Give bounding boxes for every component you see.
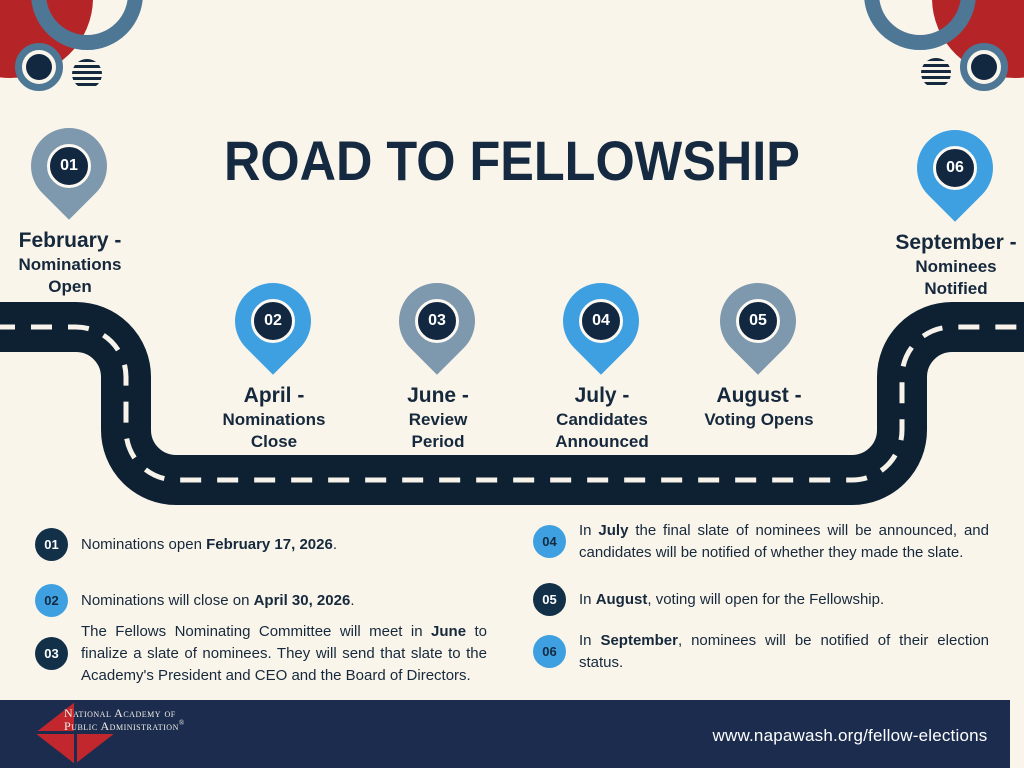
- detail-badge: 03: [35, 637, 68, 671]
- pin-number: 06: [946, 159, 964, 176]
- timeline-pin-06: 06: [901, 114, 1009, 222]
- detail-row-06: 06 In September, nominees will be notifi…: [533, 630, 989, 674]
- pin-number-circle: 04: [579, 299, 623, 343]
- org-name-line2: Public Administration: [64, 719, 179, 734]
- target-icon: [960, 43, 1008, 91]
- pin-number-circle: 02: [251, 299, 295, 343]
- badge-number: 03: [44, 646, 59, 662]
- detail-text: Nominations will close on April 30, 2026…: [81, 591, 355, 609]
- timeline-sublabel: Candidates Announced: [555, 410, 649, 451]
- detail-row-01: 01 Nominations open February 17, 2026.: [35, 528, 487, 561]
- detail-badge: 01: [35, 528, 68, 561]
- target-dot: [26, 54, 52, 80]
- timeline-sublabel: Review Period: [408, 410, 468, 451]
- timeline-sublabel: Nominations Close: [222, 410, 326, 451]
- target-dot: [971, 54, 997, 80]
- pin-number: 05: [749, 312, 767, 329]
- logo-line: [74, 702, 77, 764]
- timeline-sublabel: Voting Opens: [704, 410, 814, 430]
- detail-row-04: 04 In July the final slate of nominees w…: [533, 520, 989, 564]
- footer-bar: National Academy of Public Administratio…: [0, 700, 1010, 768]
- pin-number: 02: [264, 312, 282, 329]
- badge-number: 06: [542, 644, 557, 660]
- timeline-pin-04: 04: [547, 267, 655, 375]
- badge-number: 05: [542, 592, 557, 607]
- badge-number: 04: [542, 534, 557, 550]
- detail-text: In July the final slate of nominees will…: [579, 522, 989, 561]
- detail-badge: 04: [533, 525, 566, 559]
- timeline-label-august: August - Voting Opens: [679, 383, 839, 431]
- target-icon: [15, 43, 63, 91]
- timeline-label-february: February - Nominations Open: [0, 228, 150, 298]
- pin-number-circle: 03: [415, 299, 459, 343]
- footer-url[interactable]: www.napawash.org/fellow-elections: [712, 726, 988, 745]
- timeline-pin-05: 05: [704, 267, 812, 375]
- detail-badge: 02: [35, 584, 68, 617]
- timeline-month: February -: [18, 229, 122, 252]
- pin-number-circle: 01: [47, 144, 91, 188]
- detail-text: The Fellows Nominating Committee will me…: [81, 623, 487, 684]
- badge-number: 01: [44, 537, 59, 552]
- org-name: National Academy of Public Administratio…: [64, 706, 185, 734]
- timeline-month: June -: [407, 384, 469, 407]
- timeline-sublabel: Nominees Notified: [915, 257, 997, 298]
- timeline-label-june: June - Review Period: [358, 383, 518, 453]
- pin-number: 04: [592, 312, 610, 329]
- detail-row-02: 02 Nominations will close on April 30, 2…: [35, 584, 487, 617]
- detail-text: In September, nominees will be notified …: [579, 632, 989, 671]
- page-title: ROAD TO FELLOWSHIP: [224, 128, 800, 192]
- detail-row-03: 03 The Fellows Nominating Committee will…: [35, 621, 487, 686]
- detail-badge: 05: [533, 583, 566, 616]
- timeline-pin-01: 01: [15, 112, 123, 220]
- pin-number-circle: 06: [933, 146, 977, 190]
- timeline-label-july: July - Candidates Announced: [522, 383, 682, 453]
- pin-number: 03: [428, 312, 446, 329]
- stripes-icon: [921, 58, 951, 88]
- timeline-label-september: September - Nominees Notified: [876, 230, 1024, 300]
- badge-number: 02: [44, 593, 59, 608]
- pin-number: 01: [60, 157, 78, 174]
- timeline-sublabel: Nominations Open: [18, 255, 122, 296]
- detail-text: In August, voting will open for the Fell…: [579, 590, 885, 608]
- timeline-pin-03: 03: [383, 267, 491, 375]
- timeline-label-april: April - Nominations Close: [194, 383, 354, 453]
- detail-text: Nominations open February 17, 2026.: [81, 535, 337, 553]
- stripes-icon: [72, 59, 102, 89]
- timeline-month: July -: [574, 384, 630, 407]
- detail-row-05: 05 In August, voting will open for the F…: [533, 583, 989, 616]
- timeline-month: September -: [895, 231, 1017, 254]
- timeline-month: April -: [243, 384, 305, 407]
- registered-mark: ®: [178, 719, 185, 728]
- timeline-month: August -: [716, 384, 802, 407]
- detail-badge: 06: [533, 635, 566, 669]
- org-name-line1: National Academy of: [64, 706, 176, 720]
- timeline-pin-02: 02: [219, 267, 327, 375]
- pin-number-circle: 05: [736, 299, 780, 343]
